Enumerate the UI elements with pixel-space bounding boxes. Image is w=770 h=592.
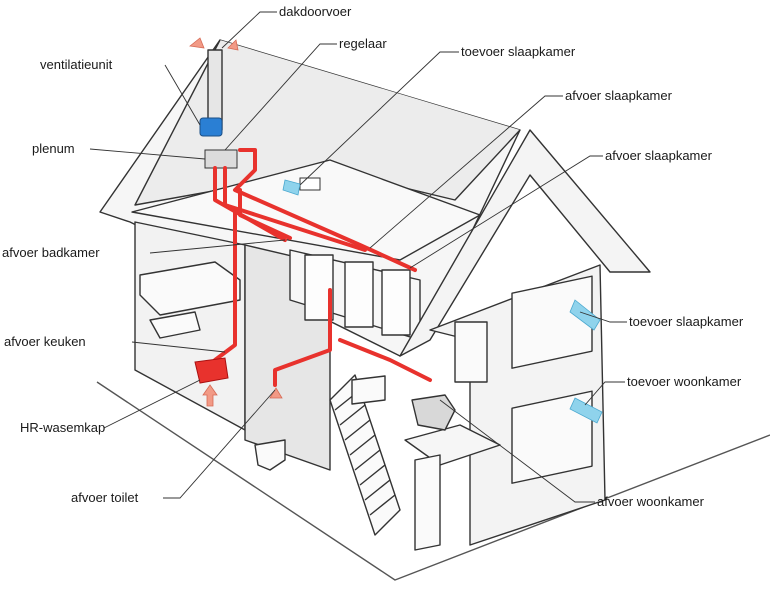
label-afvoer-woonkamer: afvoer woonkamer bbox=[597, 494, 704, 509]
duct-kitchen bbox=[213, 208, 237, 362]
exhaust-arrow-roof-right bbox=[227, 39, 239, 51]
duct-branch-3 bbox=[238, 188, 292, 240]
entrance-door bbox=[414, 454, 441, 551]
sofa bbox=[411, 394, 456, 431]
label-afvoer-toilet: afvoer toilet bbox=[71, 490, 139, 505]
door-2 bbox=[344, 261, 374, 328]
ventilation-unit-icon bbox=[199, 117, 223, 137]
duct-main bbox=[233, 148, 417, 272]
label-plenum: plenum bbox=[32, 141, 75, 156]
sink bbox=[149, 311, 201, 339]
duct-branch-2 bbox=[223, 166, 367, 252]
toilet bbox=[254, 439, 286, 471]
controller-icon bbox=[299, 177, 321, 191]
duct-down bbox=[273, 288, 332, 387]
attic-floor bbox=[131, 159, 481, 261]
window-lower bbox=[511, 390, 593, 484]
bathtub bbox=[139, 261, 241, 316]
label-afvoer-keuken: afvoer keuken bbox=[4, 334, 86, 349]
label-ventilatieunit: ventilatieunit bbox=[40, 57, 113, 72]
ground-outline bbox=[96, 381, 770, 581]
supply-arrow-bedroom bbox=[569, 299, 601, 331]
label-hr-wasemkap: HR-wasemkap bbox=[20, 420, 106, 435]
hr-cooker-hood bbox=[194, 357, 229, 384]
plenum-box bbox=[204, 149, 238, 169]
side-window bbox=[454, 321, 488, 383]
label-dakdoorvoer: dakdoorvoer bbox=[279, 4, 352, 19]
door-3 bbox=[381, 269, 411, 336]
supply-arrow-attic bbox=[282, 179, 301, 196]
right-gable bbox=[399, 129, 651, 357]
window-upper bbox=[511, 275, 593, 369]
radiator bbox=[351, 375, 386, 405]
label-afvoer-slaapkamer-2: afvoer slaapkamer bbox=[605, 148, 712, 163]
supply-arrow-livingroom bbox=[569, 397, 603, 424]
staircase bbox=[329, 374, 401, 536]
exhaust-arrow-kitchen bbox=[202, 384, 218, 407]
exhaust-arrow-roof-left bbox=[189, 37, 205, 49]
label-toevoer-slaapkamer-2: toevoer slaapkamer bbox=[629, 314, 744, 329]
exhaust-arrow-toilet bbox=[269, 387, 283, 399]
duct-livingroom bbox=[338, 338, 432, 382]
label-afvoer-badkamer: afvoer badkamer bbox=[2, 245, 100, 260]
label-toevoer-woonkamer: toevoer woonkamer bbox=[627, 374, 742, 389]
label-afvoer-slaapkamer-1: afvoer slaapkamer bbox=[565, 88, 672, 103]
label-regelaar: regelaar bbox=[339, 36, 387, 51]
label-toevoer-slaapkamer-1: toevoer slaapkamer bbox=[461, 44, 576, 59]
